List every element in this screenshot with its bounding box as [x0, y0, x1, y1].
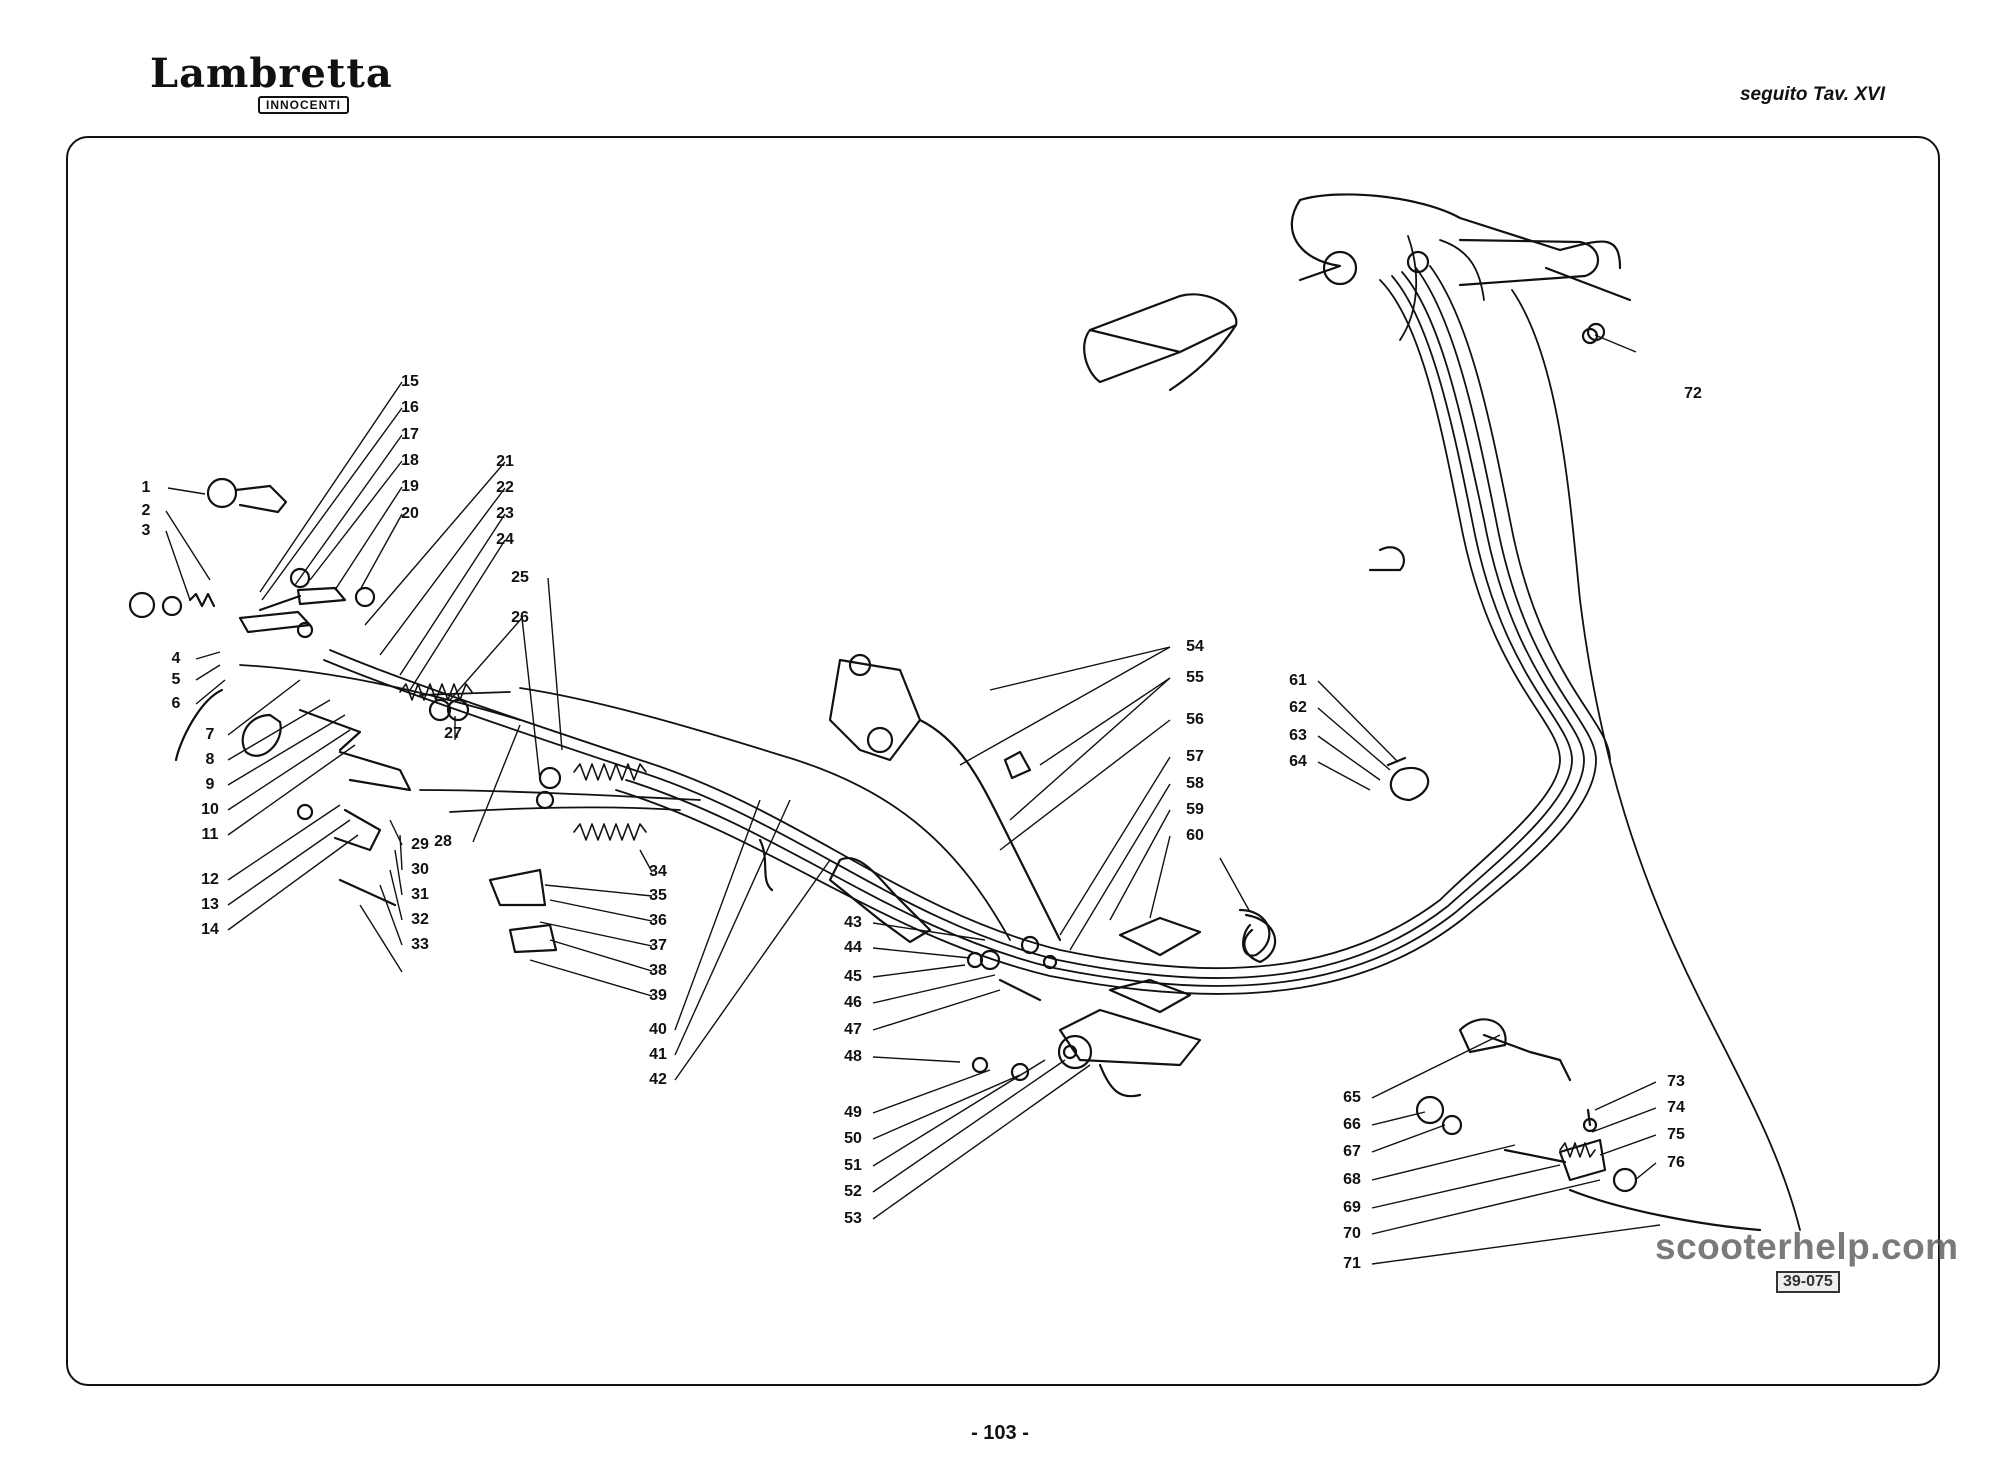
left-cable-run [239, 664, 1011, 941]
callout-11: 11 [202, 826, 219, 843]
callout-7: 7 [206, 726, 215, 743]
callout-43: 43 [844, 914, 862, 931]
callout-16: 16 [401, 399, 419, 416]
callout-35: 35 [649, 887, 667, 904]
callout-8: 8 [206, 751, 215, 768]
right-lever-assembly [1415, 1018, 1762, 1232]
callout-55: 55 [1186, 669, 1204, 686]
callout-51: 51 [844, 1157, 862, 1174]
callout-57: 57 [1186, 748, 1204, 765]
callout-38: 38 [649, 962, 667, 979]
handlebar [1083, 193, 1632, 392]
callout-49: 49 [844, 1104, 862, 1121]
callout-60: 60 [1186, 827, 1204, 844]
brand-wordmark: Lambretta [150, 50, 393, 97]
callout-61: 61 [1289, 672, 1307, 689]
callout-65: 65 [1343, 1089, 1361, 1106]
callout-25: 25 [511, 569, 529, 586]
callout-41: 41 [649, 1046, 667, 1063]
callout-69: 69 [1343, 1199, 1361, 1216]
callout-63: 63 [1289, 727, 1307, 744]
callout-40: 40 [649, 1021, 667, 1038]
callout-54: 54 [1186, 638, 1204, 655]
callout-6: 6 [172, 695, 181, 712]
cable-springs [399, 683, 1596, 1158]
callout-70: 70 [1343, 1225, 1361, 1242]
callout-62: 62 [1289, 699, 1307, 716]
callout-10: 10 [201, 801, 219, 818]
callout-23: 23 [496, 505, 514, 522]
callout-9: 9 [206, 776, 215, 793]
callout-2: 2 [142, 502, 151, 519]
callout-14: 14 [201, 921, 219, 938]
cable-clamps [296, 546, 1430, 957]
brake-pedal-assembly [966, 916, 1202, 1098]
callout-1: 1 [142, 479, 151, 496]
table-reference: seguito Tav. XVI [1739, 84, 1885, 105]
callout-56: 56 [1186, 711, 1204, 728]
callout-66: 66 [1343, 1116, 1361, 1133]
diagram-frame [66, 136, 1940, 1386]
callout-53: 53 [844, 1210, 862, 1227]
callout-37: 37 [649, 937, 667, 954]
callout-33: 33 [411, 936, 429, 953]
callout-74: 74 [1667, 1099, 1685, 1116]
callout-39: 39 [649, 987, 667, 1004]
callout-68: 68 [1343, 1171, 1361, 1188]
callout-labels: 1234567891011121314151617181920212223242… [142, 373, 1702, 1272]
callout-48: 48 [844, 1048, 862, 1065]
callout-46: 46 [844, 994, 862, 1011]
callout-47: 47 [844, 1021, 862, 1038]
callout-52: 52 [844, 1183, 862, 1200]
callout-13: 13 [201, 896, 219, 913]
callout-34: 34 [649, 863, 667, 880]
callout-3: 3 [142, 522, 151, 539]
callout-28: 28 [434, 833, 452, 850]
callout-72: 72 [1684, 385, 1702, 402]
callout-27: 27 [444, 725, 462, 742]
carburetor-assembly [828, 653, 1062, 942]
watermark-stamp: 39-075 [1776, 1271, 1840, 1293]
callout-76: 76 [1667, 1154, 1685, 1171]
callout-36: 36 [649, 912, 667, 929]
brand-logo: Lambretta INNOCENTI [150, 52, 392, 114]
callout-32: 32 [411, 911, 429, 928]
callout-73: 73 [1667, 1073, 1685, 1090]
callout-58: 58 [1186, 775, 1204, 792]
callout-44: 44 [844, 939, 862, 956]
callout-17: 17 [401, 426, 419, 443]
callout-4: 4 [172, 650, 181, 667]
callout-31: 31 [411, 886, 429, 903]
callout-5: 5 [172, 671, 181, 688]
cable-clip [1243, 327, 1599, 964]
callout-71: 71 [1343, 1255, 1361, 1272]
callout-75: 75 [1667, 1126, 1685, 1143]
callout-26: 26 [511, 609, 529, 626]
page-number: - 103 - [971, 1422, 1029, 1444]
callout-18: 18 [401, 452, 419, 469]
callout-59: 59 [1186, 801, 1204, 818]
callout-42: 42 [649, 1071, 667, 1088]
callout-30: 30 [411, 861, 429, 878]
callout-20: 20 [401, 505, 419, 522]
callout-29: 29 [411, 836, 429, 853]
callout-22: 22 [496, 479, 514, 496]
callout-64: 64 [1289, 753, 1307, 770]
callout-67: 67 [1343, 1143, 1361, 1160]
callout-45: 45 [844, 968, 862, 985]
callout-24: 24 [496, 531, 514, 548]
control-cable-bundle [323, 235, 1801, 1231]
callout-15: 15 [401, 373, 419, 390]
callout-50: 50 [844, 1130, 862, 1147]
callout-12: 12 [201, 871, 219, 888]
brand-subtitle: INNOCENTI [258, 96, 349, 114]
callout-21: 21 [496, 453, 514, 470]
left-lever-assembly [128, 477, 412, 907]
callout-19: 19 [401, 478, 419, 495]
watermark-text: scooterhelp.com [1655, 1226, 1959, 1267]
